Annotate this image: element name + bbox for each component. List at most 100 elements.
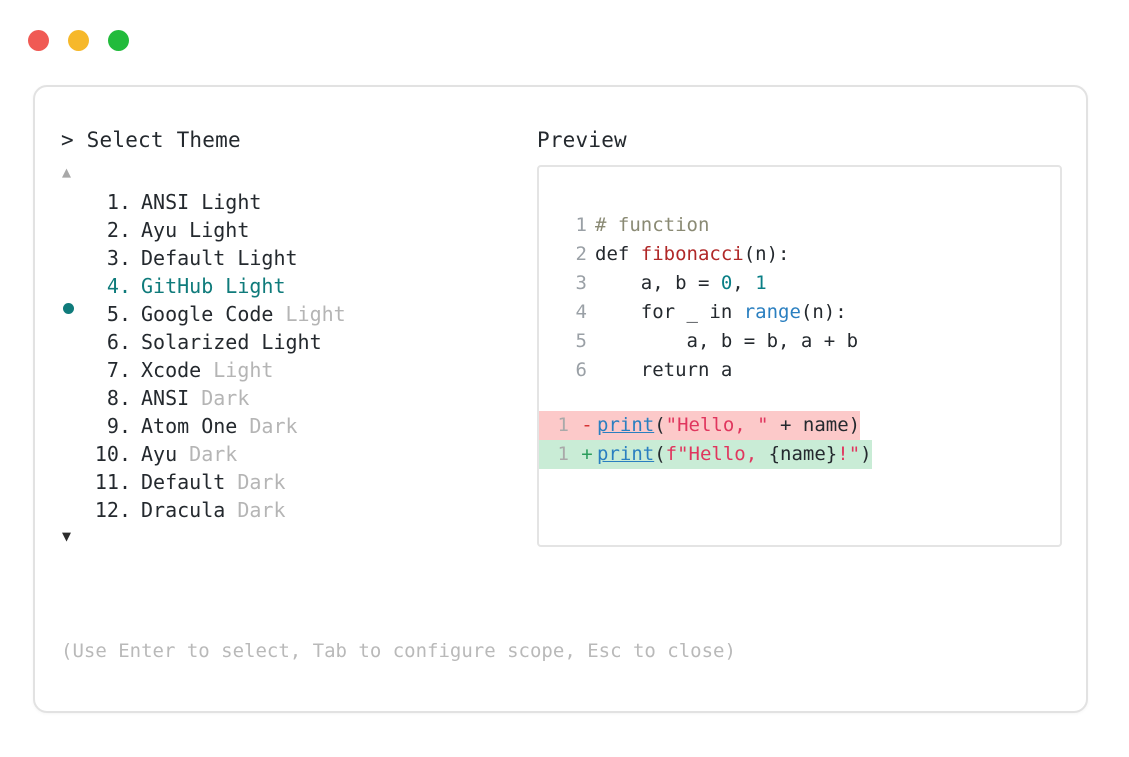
diff-line-wrapper: 1-print("Hello, " + name) [539,411,1060,440]
diff-line-content: print(f"Hello, {name}!") [597,440,872,469]
theme-item-name: ANSI Light [141,190,262,214]
keyboard-hint: (Use Enter to select, Tab to configure s… [61,640,736,662]
code-token: print [597,443,655,465]
code-token: (n): [743,243,790,265]
theme-item-name: ANSI Dark [141,386,250,410]
code-line-content: return a [595,356,733,385]
theme-item-variant: Light [201,190,262,214]
diff-line-add: 1+print(f"Hello, {name}!") [539,440,872,469]
theme-item-number: 3. [106,246,131,270]
code-token: "Hello, " [665,414,769,436]
theme-picker-card: > Select Theme ▲ 1. ANSI Light 2. Ayu Light… [33,85,1088,713]
theme-item-name: Dracula Dark [141,498,286,522]
code-token: a, b = b, a + b [595,330,859,352]
diff-spacer [539,385,1060,411]
line-number: 6 [575,359,587,381]
theme-list-item[interactable]: 6.Solarized Light [61,328,531,356]
maximize-button[interactable] [108,30,129,51]
theme-item-number: 7. [106,358,131,382]
code-line-content: a, b = 0, 1 [595,269,767,298]
theme-item-name: Ayu Dark [141,442,238,466]
preview-title: Preview [537,128,627,152]
code-token: {name} [768,443,838,465]
theme-list-item[interactable]: 10. Ayu Dark [61,440,531,468]
theme-list-item[interactable]: 8. ANSI Dark [61,384,531,412]
theme-list-item[interactable]: 9.Atom One Dark [61,412,531,440]
diff-line-wrapper: 1+print(f"Hello, {name}!") [539,440,1060,469]
theme-item-variant: Dark [249,414,298,438]
theme-list-item[interactable]: 2. Ayu Light [61,216,531,244]
code-token: return a [595,359,733,381]
theme-item-name: Xcode Light [141,358,274,382]
code-line-content: for _ in range(n): [595,298,847,327]
close-button[interactable] [28,30,49,51]
diff-lines: 1-print("Hello, " + name)1+print(f"Hello… [539,411,1060,469]
minimize-button[interactable] [68,30,89,51]
theme-list-item[interactable]: 3.Default Light [61,244,531,272]
theme-item-number: 2. [106,218,131,242]
theme-item-variant: Dark [201,386,250,410]
code-line: 4 for _ in range(n): [557,298,1060,327]
code-token: f"Hello, [665,443,769,465]
theme-list-item[interactable]: 1. ANSI Light [61,188,531,216]
theme-item-variant: Dark [237,498,286,522]
theme-item-variant: Light [261,330,322,354]
code-line-content: a, b = b, a + b [595,327,859,356]
line-number: 5 [575,330,587,352]
theme-selector-pane: > Select Theme ▲ 1. ANSI Light 2. Ayu Light… [61,127,531,546]
theme-item-number: 11. [94,470,131,494]
code-line: 3 a, b = 0, 1 [557,269,1060,298]
code-token: for _ in [595,301,744,323]
code-token: (n): [800,301,847,323]
theme-item-number: 4. [106,274,131,298]
theme-list-item[interactable]: 5. Google Code Light [61,300,531,328]
line-number: 1 [575,214,587,236]
scroll-up-arrow-icon[interactable]: ▲ [62,163,72,181]
theme-item-number: 6. [106,330,131,354]
theme-item-number: 9. [106,414,131,438]
scroll-down-arrow-icon[interactable]: ▼ [62,527,72,545]
theme-item-number: 5. [106,302,131,326]
line-number: 3 [575,272,587,294]
theme-item-name: Default Dark [141,470,286,494]
theme-item-variant: Light [285,302,346,326]
code-token: range [743,301,801,323]
code-token: ( [654,443,666,465]
window-controls [28,30,129,51]
code-token: + name) [768,414,861,436]
theme-item-number: 8. [106,386,131,410]
code-line: 1 # function [557,211,1060,240]
code-token: # function [595,214,710,236]
code-line: 6 return a [557,356,1060,385]
theme-list-item[interactable]: 12.Dracula Dark [61,496,531,524]
code-line-content: # function [595,211,709,240]
theme-item-variant: Light [237,246,298,270]
code-token: fibonacci [640,243,744,265]
theme-list-item[interactable]: 4.GitHub Light [61,272,531,314]
theme-list-item[interactable]: 11. Default Dark [61,468,531,496]
theme-item-name: Ayu Light [141,218,250,242]
code-token: a, b = [595,272,721,294]
prompt-title: > Select Theme [61,128,241,152]
code-token: !" [837,443,861,465]
line-number: 1 [557,414,569,436]
diff-line-content: print("Hello, " + name) [597,411,860,440]
code-line-content: def fibonacci(n): [595,240,789,269]
theme-item-variant: Dark [237,470,286,494]
theme-item-name: Google Code Light [141,302,346,326]
theme-list-item[interactable]: 7. Xcode Light [61,356,531,384]
panes: > Select Theme ▲ 1. ANSI Light 2. Ayu Light… [35,87,1086,711]
diff-sign: - [581,414,593,436]
theme-item-number: 10. [94,442,131,466]
theme-item-variant: Light [213,358,274,382]
theme-item-number: 1. [106,190,131,214]
code-token: 0 [720,272,733,294]
code-token: print [597,414,655,436]
diff-sign: + [581,443,593,465]
